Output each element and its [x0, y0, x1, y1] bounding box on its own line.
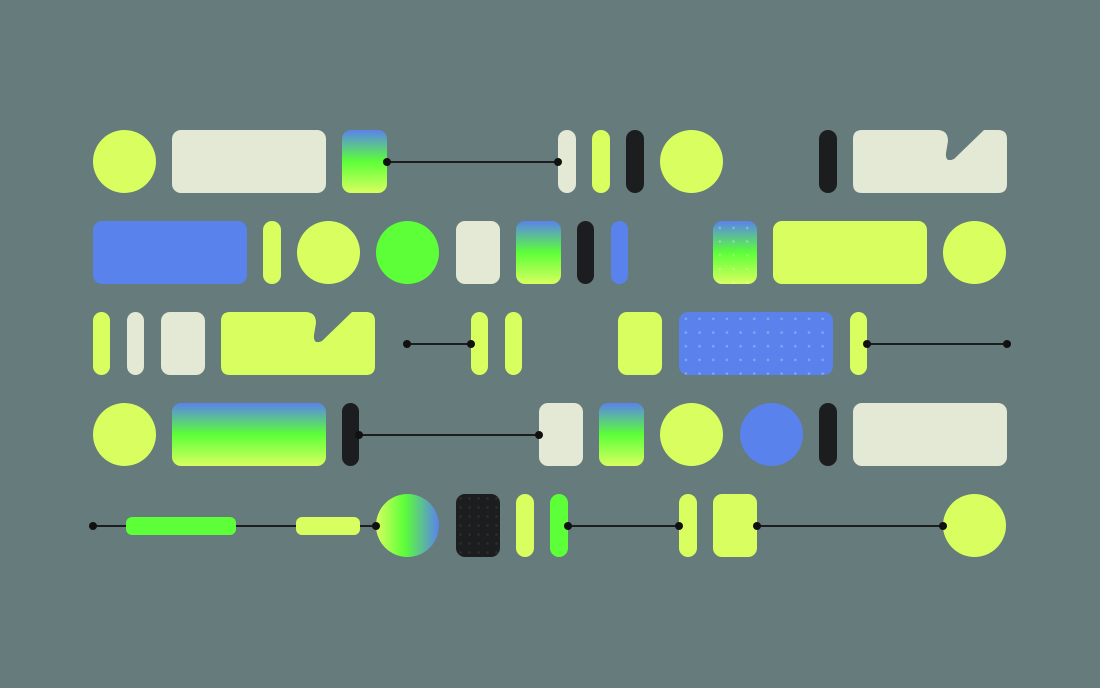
- lime-circle: [93, 403, 156, 466]
- lime-rectangle: [773, 221, 927, 284]
- notched-shape-fill: [853, 130, 1007, 193]
- cream-rectangle: [853, 403, 1007, 466]
- lime-pill: [263, 221, 281, 284]
- gradient-circle: [376, 494, 439, 557]
- blue-circle: [740, 403, 803, 466]
- connector-line: [757, 525, 943, 527]
- gradient-rectangle: [172, 403, 326, 466]
- black-pill: [577, 221, 594, 284]
- black-pill: [342, 403, 359, 466]
- connector-dot: [467, 340, 475, 348]
- connector-line: [387, 161, 558, 163]
- cream-rectangle: [172, 130, 326, 193]
- lime-tile: [713, 494, 757, 557]
- gradient-tile: [599, 403, 644, 466]
- cream-tile: [161, 312, 205, 375]
- lime-pill: [679, 494, 697, 557]
- lime-circle: [943, 221, 1006, 284]
- cream-pill: [127, 312, 144, 375]
- green-bar: [126, 517, 236, 535]
- green-circle: [376, 221, 439, 284]
- connector-dot: [383, 158, 391, 166]
- cream-tile: [539, 403, 583, 466]
- lime-circle: [93, 130, 156, 193]
- black-pill: [819, 403, 837, 466]
- lime-circle: [943, 494, 1006, 557]
- blue-pill: [611, 221, 628, 284]
- gradient-tile: [516, 221, 561, 284]
- notched-shape-fill: [221, 312, 375, 375]
- black-pill: [626, 130, 644, 193]
- connector-dot: [355, 431, 363, 439]
- blue-dotted-rectangle: [93, 221, 247, 284]
- connector-line: [359, 434, 539, 436]
- lime-pill: [505, 312, 522, 375]
- connector-dot: [753, 522, 761, 530]
- gradient-tile: [342, 130, 387, 193]
- green-pill: [550, 494, 568, 557]
- connector-dot: [554, 158, 562, 166]
- lime-circle: [660, 130, 723, 193]
- lime-pill: [93, 312, 110, 375]
- lime-pill: [850, 312, 867, 375]
- gradient-dotted-tile: [713, 221, 757, 284]
- lime-pill: [592, 130, 610, 193]
- lime-notched-shape: [221, 312, 375, 375]
- connector-dot: [89, 522, 97, 530]
- lime-circle: [297, 221, 360, 284]
- connector-dot: [403, 340, 411, 348]
- connector-dot: [939, 522, 947, 530]
- lime-pill: [516, 494, 534, 557]
- lime-circle: [660, 403, 723, 466]
- connector-dot: [535, 431, 543, 439]
- cream-tile: [456, 221, 500, 284]
- connector-dot: [564, 522, 572, 530]
- connector-line: [568, 525, 679, 527]
- cream-notched-shape: [853, 130, 1007, 193]
- lime-pill: [471, 312, 488, 375]
- black-dotted-tile: [456, 494, 500, 557]
- connector-dot: [372, 522, 380, 530]
- blue-dotted-rectangle: [679, 312, 833, 375]
- lime-bar: [296, 517, 360, 535]
- connector-line: [407, 343, 471, 345]
- connector-dot: [863, 340, 871, 348]
- connector-dot: [1003, 340, 1011, 348]
- connector-line: [867, 343, 1007, 345]
- black-pill: [819, 130, 837, 193]
- cream-pill: [558, 130, 576, 193]
- connector-dot: [675, 522, 683, 530]
- lime-tile: [618, 312, 662, 375]
